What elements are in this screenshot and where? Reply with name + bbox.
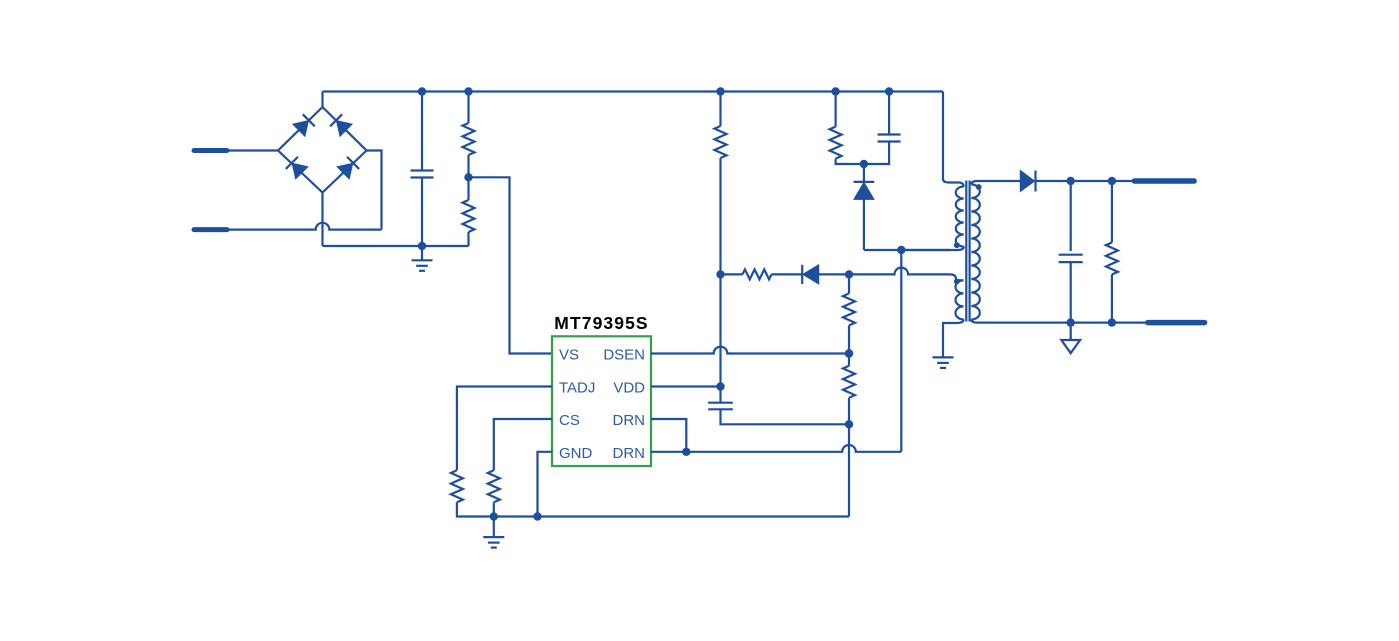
svg-text:DSEN: DSEN [603,347,645,364]
svg-text:CS: CS [559,412,580,429]
svg-text:VDD: VDD [613,380,645,397]
svg-text:GND: GND [559,445,593,462]
svg-text:VS: VS [559,347,579,364]
svg-text:DRN: DRN [613,412,646,429]
svg-text:DRN: DRN [613,445,646,462]
svg-text:TADJ: TADJ [559,380,595,397]
svg-text:MT79395S: MT79395S [554,313,648,333]
